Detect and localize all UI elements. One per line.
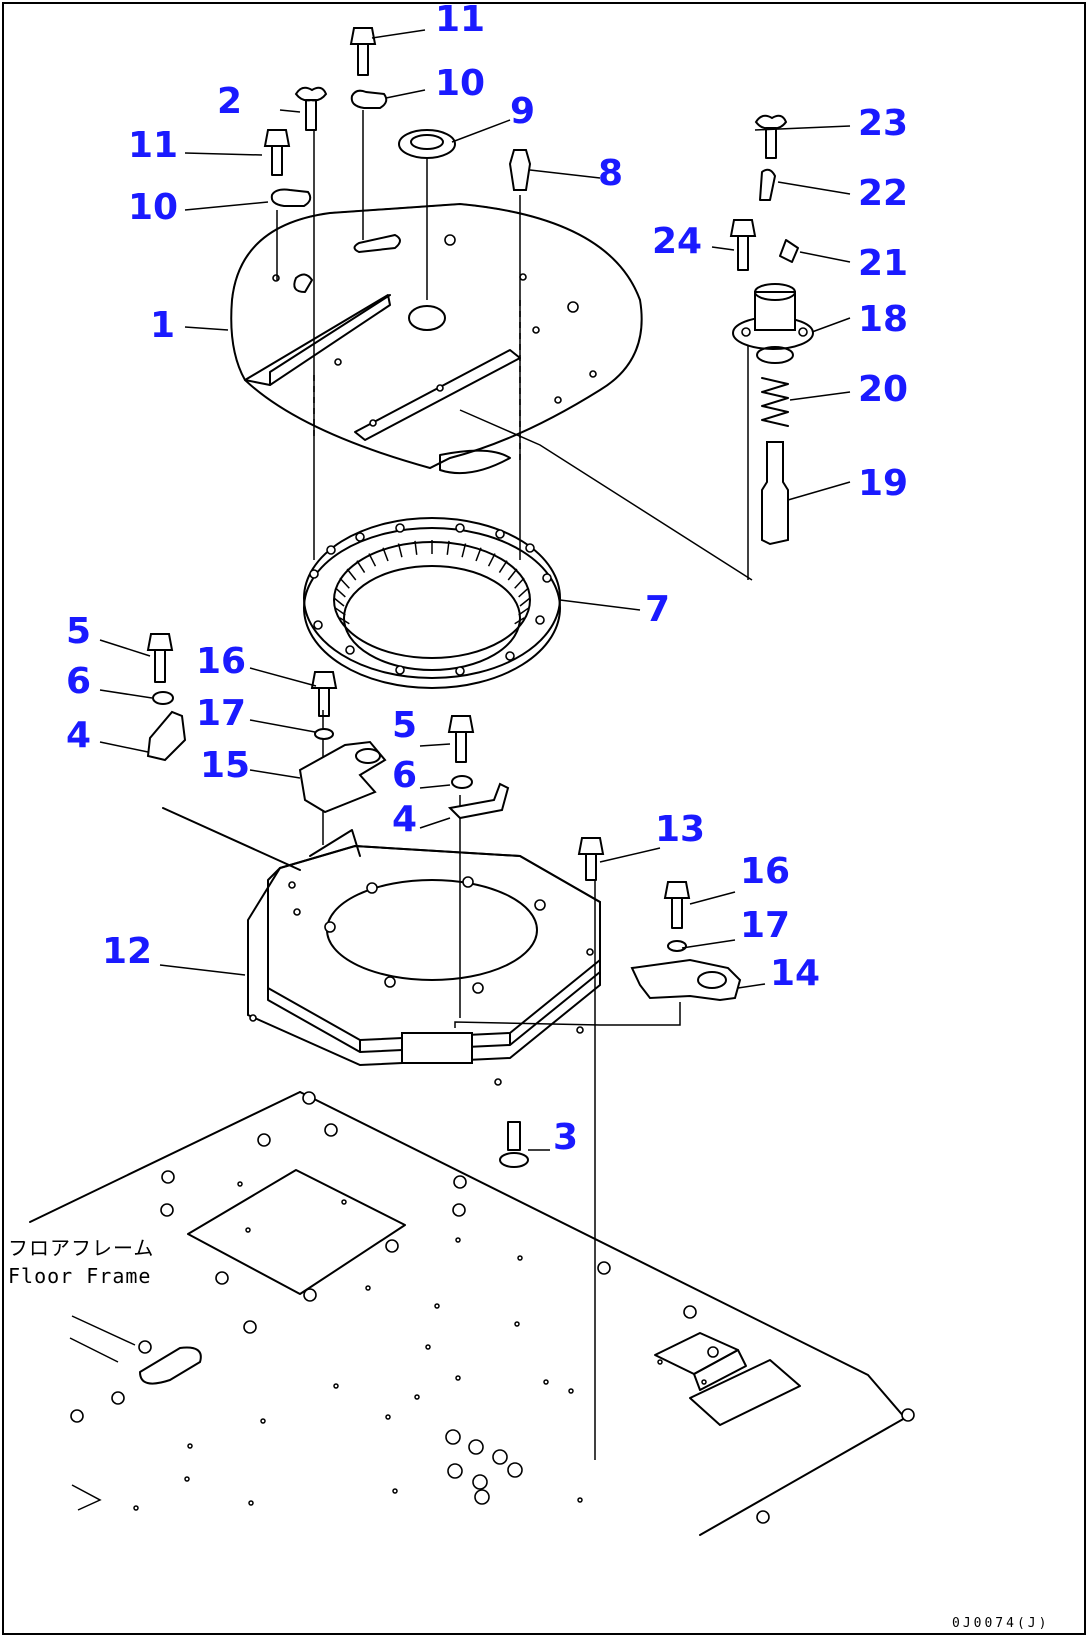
ring-tooth bbox=[414, 540, 418, 555]
callout-16-right: 16 bbox=[740, 851, 791, 892]
callout-17-left: 17 bbox=[196, 693, 247, 734]
floor-frame bbox=[29, 1091, 915, 1536]
callout-17-right: 17 bbox=[740, 905, 791, 946]
callout-2: 2 bbox=[217, 81, 243, 122]
ring-tooth bbox=[475, 547, 482, 562]
ring-tooth bbox=[335, 607, 346, 616]
ring-tooth bbox=[339, 617, 350, 625]
ring-tooth bbox=[346, 568, 357, 581]
ring-tooth bbox=[518, 607, 529, 616]
octagonal-base bbox=[162, 807, 601, 1086]
callout-23: 23 bbox=[858, 103, 909, 144]
callout-16-left: 16 bbox=[196, 641, 247, 682]
floor-small-holes bbox=[133, 1181, 707, 1511]
callout-6-left: 6 bbox=[66, 661, 92, 702]
callout-8: 8 bbox=[598, 153, 624, 194]
callout-3: 3 bbox=[553, 1117, 579, 1158]
ring-tooth bbox=[397, 543, 403, 558]
callout-20: 20 bbox=[858, 369, 909, 410]
ring-tooth bbox=[446, 540, 450, 555]
bearing-ring bbox=[303, 517, 561, 689]
callout-6-mid: 6 bbox=[392, 755, 418, 796]
callout-5-left: 5 bbox=[66, 611, 92, 652]
callout-12: 12 bbox=[102, 931, 153, 972]
callout-15: 15 bbox=[200, 745, 251, 786]
callout-10-top: 10 bbox=[435, 63, 486, 104]
callout-4-left: 4 bbox=[66, 715, 92, 756]
ring-tooth bbox=[333, 597, 345, 607]
callout-5-mid: 5 bbox=[392, 705, 418, 746]
callout-1: 1 bbox=[150, 305, 176, 346]
leader-lines bbox=[99, 29, 851, 1151]
callout-19: 19 bbox=[858, 463, 909, 504]
callout-9: 9 bbox=[510, 91, 536, 132]
ring-tooth bbox=[356, 560, 366, 573]
callout-24: 24 bbox=[652, 221, 703, 262]
ring-tooth bbox=[514, 617, 525, 625]
callout-22: 22 bbox=[858, 173, 909, 214]
floor-frame-label-en: Floor Frame bbox=[8, 1264, 152, 1288]
callout-21: 21 bbox=[858, 243, 909, 284]
ring-tooth bbox=[518, 587, 530, 598]
ring-tooth bbox=[507, 568, 518, 581]
callout-13: 13 bbox=[655, 809, 706, 850]
ring-tooth bbox=[498, 560, 508, 573]
callout-11-left: 11 bbox=[128, 125, 179, 166]
hardware bbox=[146, 27, 814, 1168]
callout-11-top: 11 bbox=[435, 0, 486, 40]
callout-10-left: 10 bbox=[128, 187, 179, 228]
ring-tooth bbox=[382, 547, 389, 562]
ring-tooth bbox=[368, 553, 377, 567]
floor-frame-label-jp: フロアフレーム bbox=[8, 1236, 155, 1260]
ring-tooth bbox=[461, 543, 467, 558]
ring-tooth bbox=[514, 577, 525, 589]
ring-tooth bbox=[339, 577, 350, 589]
callout-18: 18 bbox=[858, 299, 909, 340]
floor-bosses bbox=[70, 1091, 915, 1524]
callout-7: 7 bbox=[645, 589, 671, 630]
ring-tooth bbox=[334, 587, 346, 598]
ring-tooth bbox=[487, 553, 496, 567]
ring-tooth bbox=[519, 597, 531, 607]
drawing-code: 0J0074(J) bbox=[952, 1616, 1050, 1631]
callout-14: 14 bbox=[770, 953, 821, 994]
callout-4-mid: 4 bbox=[392, 799, 418, 840]
